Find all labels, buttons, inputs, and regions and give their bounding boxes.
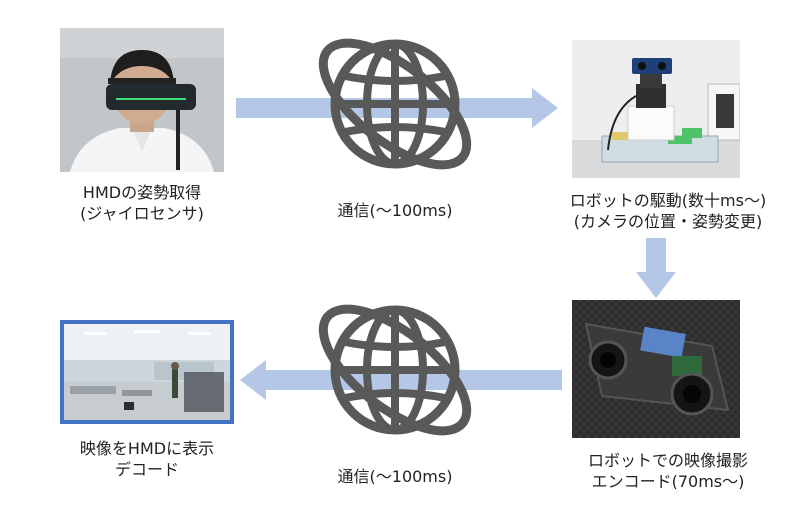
robot-capture-line2: エンコード(70ms〜) bbox=[591, 472, 745, 491]
hmd-wearer-photo bbox=[60, 28, 224, 172]
link-top-label: 通信(〜100ms) bbox=[337, 201, 453, 220]
arrow-right-down bbox=[636, 238, 676, 298]
robot-drive-caption: ロボットの駆動(数十ms〜) (カメラの位置・姿勢変更) bbox=[548, 190, 788, 232]
hmd-pose-line1: HMDの姿勢取得 bbox=[82, 183, 202, 202]
robot-capture-line1: ロボットでの映像撮影 bbox=[587, 451, 748, 470]
globe-icon bbox=[318, 38, 472, 170]
link-bottom-label: 通信(〜100ms) bbox=[337, 467, 453, 486]
stereo-camera-photo bbox=[572, 300, 740, 438]
arrow-bottom-left bbox=[240, 360, 562, 400]
robot-drive-line2: (カメラの位置・姿勢変更) bbox=[573, 212, 763, 231]
globe-icon bbox=[318, 304, 472, 436]
arrow-bottom-left-shape bbox=[240, 360, 562, 400]
robot-drive-line1: ロボットの駆動(数十ms〜) bbox=[569, 191, 767, 210]
hmd-display-caption: 映像をHMDに表示 デコード bbox=[52, 438, 242, 480]
hmd-display-line1: 映像をHMDに表示 bbox=[79, 439, 215, 458]
hmd-display-line2: デコード bbox=[114, 460, 179, 479]
hmd-display-photo bbox=[60, 320, 234, 424]
hmd-pose-line2: (ジャイロセンサ) bbox=[80, 204, 204, 223]
robot-capture-caption: ロボットでの映像撮影 エンコード(70ms〜) bbox=[548, 450, 788, 492]
robot-camera-photo bbox=[572, 40, 740, 178]
arrow-right-down-shape bbox=[636, 238, 676, 298]
hmd-pose-caption: HMDの姿勢取得 (ジャイロセンサ) bbox=[52, 182, 232, 224]
